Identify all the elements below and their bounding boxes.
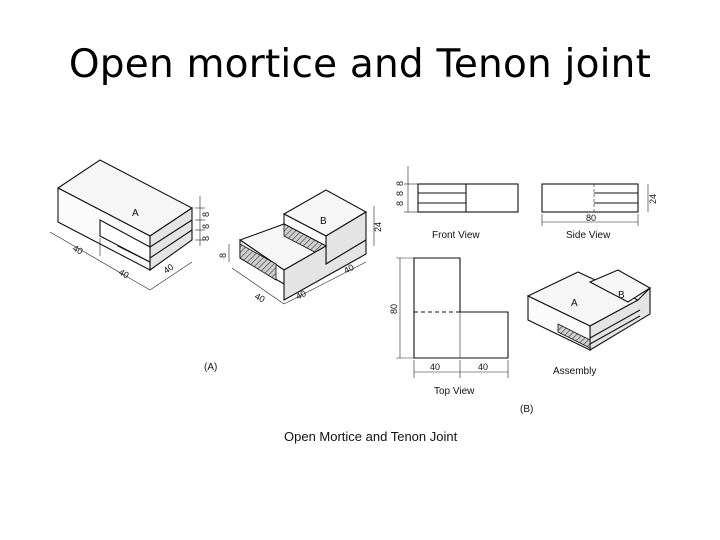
side-view [541,183,649,226]
dim-a-8-bot: 8 [201,236,211,241]
front-view-label: Front View [432,230,480,241]
part-b-label: B [320,216,327,227]
figure-caption: Open Mortice and Tenon Joint [284,429,458,444]
dim-front-8-b: 8 [395,191,405,196]
dim-b-8: 8 [218,253,228,258]
dim-side-80: 80 [586,213,596,223]
view-a-label: (A) [204,362,217,373]
assembly-part-b-label: B [618,290,625,301]
front-view [404,166,519,213]
assembly-isometric [526,269,652,351]
assembly-part-a-label: A [571,298,578,309]
dim-top-40-left: 40 [430,362,440,372]
dim-top-80: 80 [389,304,399,314]
dim-front-8-a: 8 [395,181,405,186]
slide-title: Open mortice and Tenon joint [68,42,652,87]
dim-top-40-right: 40 [478,362,488,372]
dim-b-40-left: 40 [253,291,267,305]
part-a-isometric [49,159,205,291]
dim-b-40-mid: 40 [294,288,308,302]
top-view [396,257,509,378]
dim-a-40-depth: 40 [162,262,176,276]
part-a-label: A [132,208,139,219]
top-view-label: Top View [434,386,475,397]
view-b-label: (B) [520,404,533,415]
dim-a-8-mid: 8 [201,224,211,229]
assembly-label: Assembly [553,366,596,377]
part-b-isometric [228,189,375,305]
side-view-label: Side View [566,230,611,241]
dim-side-24: 24 [648,194,658,204]
dim-a-40-left: 40 [71,243,85,257]
dim-b-40-right: 40 [342,262,356,276]
dim-front-8-c: 8 [395,201,405,206]
dim-a-40-right: 40 [117,267,131,281]
dim-a-8-top: 8 [201,212,211,217]
dim-b-24: 24 [373,222,383,232]
